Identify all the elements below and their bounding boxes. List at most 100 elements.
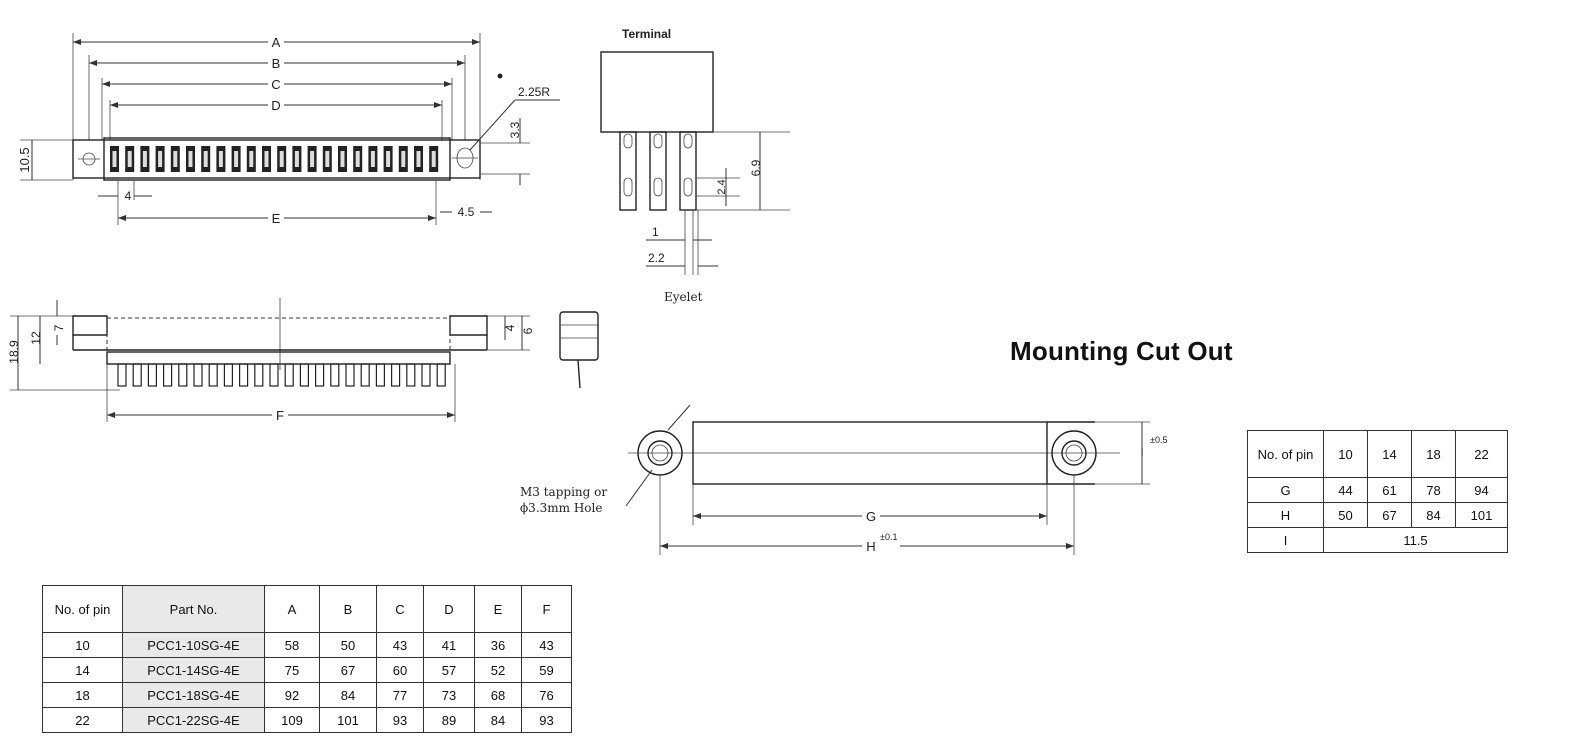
- dim-i-label: I: [1140, 445, 1143, 459]
- cell-f: 93: [521, 707, 572, 733]
- cell-part-no: PCC1-14SG-4E: [122, 657, 265, 683]
- dim-i-tol: ±0.5: [1150, 435, 1167, 445]
- mount-row-label: I: [1247, 527, 1324, 553]
- terminal-leg: [269, 363, 279, 387]
- terminal-leg: [345, 363, 355, 387]
- side-total-label: 18.9: [7, 340, 21, 364]
- cell-b: 84: [319, 682, 377, 708]
- dim-a-label: A: [272, 35, 281, 50]
- terminal-leg-row: [117, 363, 446, 387]
- terminal-title: Terminal: [622, 27, 671, 41]
- side-right-b-label: 6: [521, 327, 535, 334]
- contact-slot: [218, 151, 223, 167]
- cell-e: 36: [474, 632, 522, 658]
- contact-slot: [203, 151, 208, 167]
- cell-pin: 18: [42, 682, 123, 708]
- terminal-width1-label: 1: [652, 225, 659, 239]
- mount-header-row: No. of pin 10 14 18 22: [1247, 430, 1508, 478]
- terminal-leg: [147, 363, 157, 387]
- cell-pin: 14: [42, 657, 123, 683]
- contact-slot: [370, 151, 375, 167]
- contact-slot: [188, 151, 193, 167]
- cell-a: 92: [264, 682, 320, 708]
- dim-d-label: D: [271, 98, 280, 113]
- contact-slot: [279, 151, 284, 167]
- cell-part-no: PCC1-22SG-4E: [122, 707, 265, 733]
- cell-f: 76: [521, 682, 572, 708]
- header-e: E: [474, 585, 522, 633]
- hole-label-line1: M3 tapping or: [520, 485, 607, 499]
- mount-header-pin-22: 22: [1455, 430, 1508, 478]
- terminal-leg: [254, 363, 264, 387]
- header-f: F: [521, 585, 572, 633]
- contact-slot: [173, 151, 178, 167]
- cell-d: 73: [423, 682, 475, 708]
- terminal-leg: [436, 363, 446, 387]
- terminal-leg: [406, 363, 416, 387]
- header-d: D: [423, 585, 475, 633]
- mount-header-pin-18: 18: [1411, 430, 1456, 478]
- hole-label-line2: ϕ3.3mm Hole: [520, 501, 602, 515]
- cell-b: 67: [319, 657, 377, 683]
- header-a: A: [264, 585, 320, 633]
- terminal-leg: [117, 363, 127, 387]
- terminal-leg: [375, 363, 385, 387]
- eyelet-height-label: 2.4: [716, 179, 728, 194]
- terminal-leg: [132, 363, 142, 387]
- mount-row-h: H 50 67 84 101: [1247, 502, 1508, 528]
- top-view: A B C D 10.5 2.25R: [17, 33, 560, 226]
- cell-e: 68: [474, 682, 522, 708]
- mount-row-i: I 11.5: [1247, 527, 1508, 553]
- pitch-label: 4: [125, 189, 132, 203]
- header-pin-count: No. of pin: [42, 585, 123, 633]
- contact-slot: [431, 151, 436, 167]
- contact-slot: [386, 151, 391, 167]
- contact-slot: [340, 151, 345, 167]
- table-row: 14 PCC1-14SG-4E 75 67 60 57 52 59: [42, 657, 572, 683]
- cell-d: 57: [423, 657, 475, 683]
- dim-f-label: F: [276, 408, 284, 423]
- cell-d: 89: [423, 707, 475, 733]
- dim-g-label: G: [866, 509, 876, 524]
- contact-slot: [401, 151, 406, 167]
- terminal-leg: [163, 363, 173, 387]
- cell-c: 43: [376, 632, 424, 658]
- table-row: 22 PCC1-22SG-4E 109 101 93 89 84 93: [42, 707, 572, 733]
- terminal-leg: [330, 363, 340, 387]
- contact-slot: [325, 151, 330, 167]
- mount-row-label: G: [1247, 477, 1324, 503]
- terminal-leg: [239, 363, 249, 387]
- dim-h-tol: ±0.1: [880, 532, 897, 542]
- contact-slot: [142, 151, 147, 167]
- side-right-a-label: 4: [503, 324, 517, 331]
- mount-cell: 67: [1367, 502, 1412, 528]
- mount-cell: 94: [1455, 477, 1508, 503]
- cell-a: 75: [264, 657, 320, 683]
- cell-a: 109: [264, 707, 320, 733]
- mount-cell: 78: [1411, 477, 1456, 503]
- dim-c-label: C: [271, 77, 280, 92]
- part-dimensions-table: No. of pin Part No. A B C D E F 10 PCC1-…: [42, 585, 572, 733]
- cell-f: 59: [521, 657, 572, 683]
- mount-cell-i: 11.5: [1323, 527, 1508, 553]
- cell-pin: 22: [42, 707, 123, 733]
- terminal-leg: [223, 363, 233, 387]
- terminal-leg: [299, 363, 309, 387]
- contact-slot: [355, 151, 360, 167]
- mount-cell: 44: [1323, 477, 1368, 503]
- table-row: 18 PCC1-18SG-4E 92 84 77 73 68 76: [42, 682, 572, 708]
- cell-a: 58: [264, 632, 320, 658]
- cell-c: 60: [376, 657, 424, 683]
- side-view: 18.9 12 7 4 6 F: [7, 298, 599, 423]
- cell-part-no: PCC1-18SG-4E: [122, 682, 265, 708]
- mounting-dimensions-table: No. of pin 10 14 18 22 G 44 61 78 94 H 5…: [1247, 430, 1508, 553]
- contact-slot: [416, 151, 421, 167]
- contact-slot: [264, 151, 269, 167]
- contact-slot: [112, 151, 117, 167]
- radius-label: 2.25R: [518, 85, 550, 99]
- terminal-leg: [178, 363, 188, 387]
- side-top-label: 7: [52, 324, 66, 331]
- header-part-no: Part No.: [122, 585, 265, 633]
- mounting-cutout: I ±0.5 M3 tapping or ϕ3.3mm Hole G H ±0.…: [520, 404, 1167, 555]
